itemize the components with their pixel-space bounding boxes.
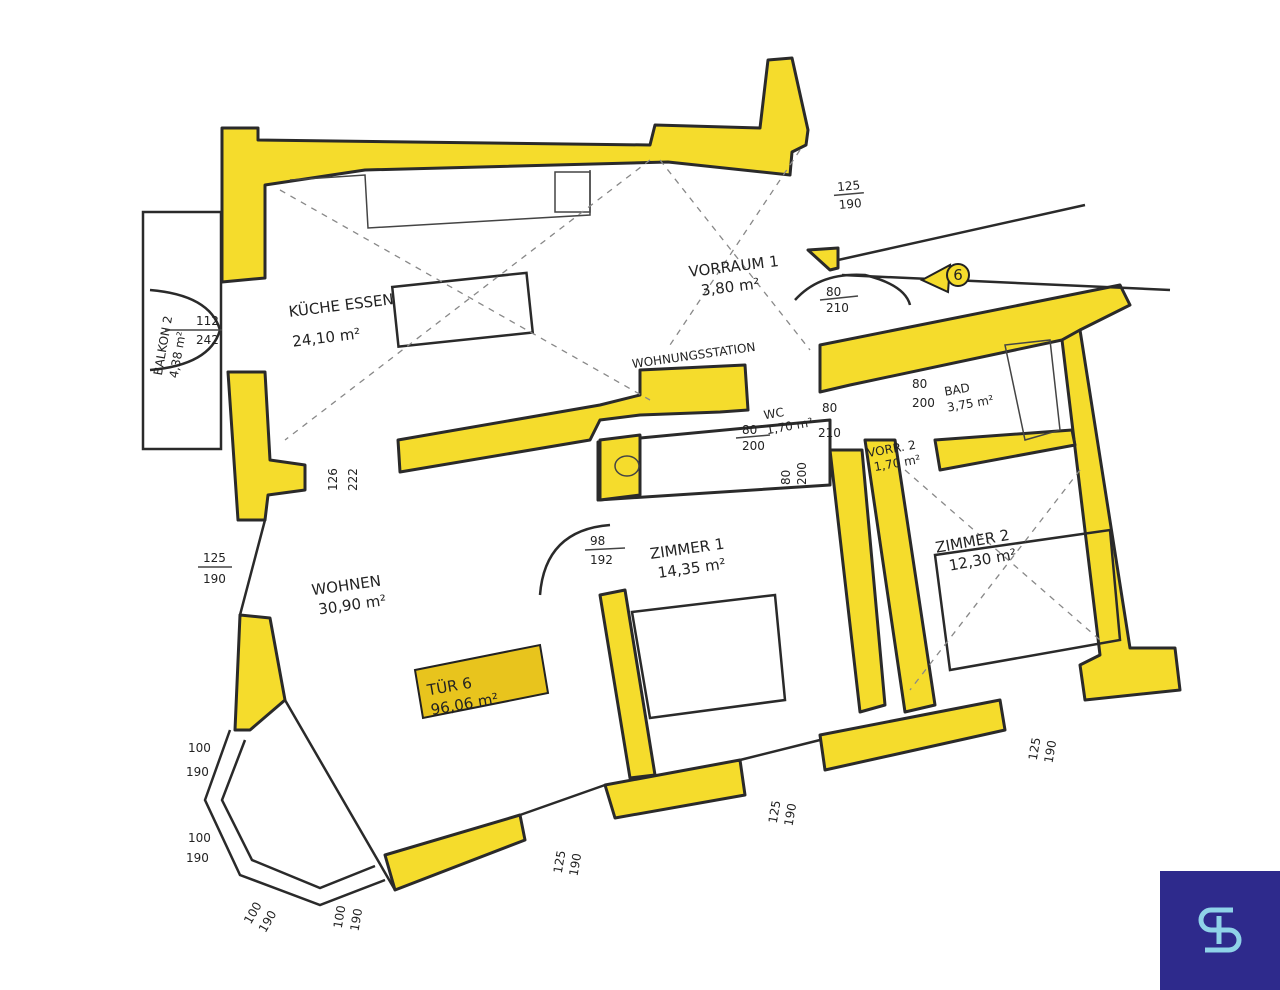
dim-width: 80 (779, 470, 793, 485)
sp-logo-icon (1198, 907, 1242, 952)
wall-wc-inner (598, 433, 642, 502)
bathtub (1004, 339, 1061, 441)
dim-height: 190 (567, 852, 585, 877)
wall-zimmer2-left (863, 438, 937, 714)
outline (238, 203, 1171, 891)
wall-west (226, 370, 307, 522)
wall-wc (596, 418, 832, 502)
wall-zimmer1-right (828, 448, 887, 714)
dining-table (390, 271, 535, 349)
dim-height: 222 (346, 468, 360, 491)
dim-height: 200 (742, 439, 765, 453)
room-name-bad: BAD (943, 381, 971, 399)
dim-width: 125 (551, 849, 569, 874)
dim-width: 125 (837, 178, 861, 194)
wall-center (396, 363, 750, 474)
dim-width: 125 (203, 551, 226, 565)
dim-width: 100 (188, 741, 211, 755)
kitchen-counter (289, 170, 591, 229)
entrance-number: 6 (953, 266, 963, 284)
entrance-arrow-icon (919, 263, 952, 294)
wall-north (220, 56, 810, 284)
company-logo (1160, 871, 1280, 990)
wall-south-3 (818, 698, 1007, 772)
dim-height: 242 (196, 333, 219, 347)
dim-height: 200 (912, 396, 935, 410)
dim-height: 210 (826, 301, 849, 315)
wall-south-1 (383, 813, 527, 892)
dim-width: 125 (766, 799, 784, 824)
dim-height: 190 (1042, 739, 1060, 764)
dim-height: 200 (795, 462, 809, 485)
toilet (614, 455, 640, 477)
dim-height: 190 (186, 765, 209, 779)
bed-zimmer2 (933, 528, 1122, 672)
wall-south-2 (603, 758, 747, 820)
dim-width: 112 (196, 314, 219, 328)
dim-height: 190 (186, 851, 209, 865)
dim-width: 80 (826, 285, 841, 299)
dim-width: 80 (742, 423, 757, 437)
bed-zimmer1 (630, 593, 787, 720)
wall-bad (933, 428, 1077, 472)
dim-width: 98 (590, 534, 605, 548)
wall-zimmer1-left (598, 588, 657, 780)
dim-height: 210 (818, 426, 841, 440)
dim-height: 192 (590, 553, 613, 567)
dim-height: 190 (782, 802, 800, 827)
ceiling-lines (279, 149, 1101, 691)
wall-east (1060, 328, 1182, 702)
dim-height: 190 (348, 907, 366, 932)
door-swing-entrance (794, 273, 912, 306)
room-area-kueche: 24,10 m² (291, 324, 361, 350)
dim-width: 100 (331, 904, 349, 929)
wall-west-lower (233, 613, 287, 732)
room-name-wc: WC (763, 405, 785, 422)
bay-window (203, 729, 386, 907)
stove (554, 171, 591, 213)
dim-width: 125 (1026, 736, 1044, 761)
dim-width: 80 (912, 377, 927, 391)
dim-height: 190 (838, 196, 862, 212)
unit-label-box (413, 643, 550, 720)
dim-width: 100 (188, 831, 211, 845)
dim-height: 190 (203, 572, 226, 586)
dim-width: 126 (326, 468, 340, 491)
room-name-kueche: KÜCHE ESSEN (287, 289, 394, 321)
wall-entrance (806, 246, 840, 272)
entrance-marker (946, 263, 970, 287)
dim-width: 80 (822, 401, 837, 415)
door-swing-zimmer1 (538, 523, 611, 596)
